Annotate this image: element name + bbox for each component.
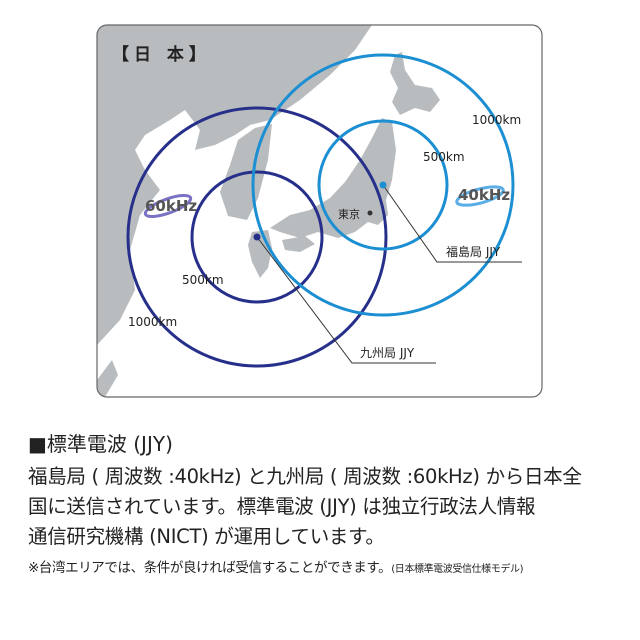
fukushima-500km-circle <box>317 119 449 251</box>
honshu-land <box>270 118 396 238</box>
fukushima-leader-line <box>382 184 522 263</box>
body-line-3: 通信研究機構 (NICT) が運用しています。 <box>28 525 385 548</box>
hokkaido-land <box>390 52 440 115</box>
map-frame <box>96 24 543 398</box>
shikoku-land <box>282 236 315 252</box>
tokyo-dot <box>367 210 373 216</box>
fukushima-station-label: 福島局 JJY <box>446 245 501 259</box>
body-line-2: 国に送信されています。標準電波 (JJY) は独立行政法人情報 <box>28 495 536 518</box>
kyushu-1000km-circle <box>126 106 388 368</box>
jjy-coverage-map <box>96 24 543 398</box>
fukushima-station-dot <box>379 181 387 189</box>
region-label: 【日 本】 <box>112 45 211 65</box>
40khz-wave-icon <box>455 185 505 207</box>
kyushu-500km-label: 500km <box>182 273 224 287</box>
60khz-label: 60kHz <box>145 197 198 215</box>
kyushu-leader-line <box>256 236 436 364</box>
fukushima-1000km-circle <box>251 53 515 317</box>
footnote-small: (日本標準電波受信仕様モデル) <box>391 564 524 575</box>
40khz-label: 40kHz <box>458 186 511 204</box>
section-heading: ■標準電波 (JJY) <box>28 432 173 456</box>
body-line-1: 福島局 ( 周波数 :40kHz) と九州局 ( 周波数 :60kHz) から日… <box>28 465 582 488</box>
footnote-text: ※台湾エリアでは、条件が良ければ受信することができます。 <box>28 560 392 576</box>
fukushima-500km-label: 500km <box>423 150 465 164</box>
kyushu-1000km-label: 1000km <box>128 315 178 329</box>
footnote: ※台湾エリアでは、条件が良ければ受信することができます。(日本標準電波受信仕様モ… <box>28 556 523 576</box>
kyushu-station-dot <box>253 233 261 241</box>
kyushu-500km-circle <box>190 170 324 304</box>
taiwan-land <box>97 360 118 397</box>
fukushima-1000km-label: 1000km <box>472 113 522 127</box>
tokyo-label: 東京 <box>338 208 360 221</box>
kyushu-station-label: 九州局 JJY <box>360 346 415 360</box>
60khz-wave-icon <box>143 193 193 219</box>
